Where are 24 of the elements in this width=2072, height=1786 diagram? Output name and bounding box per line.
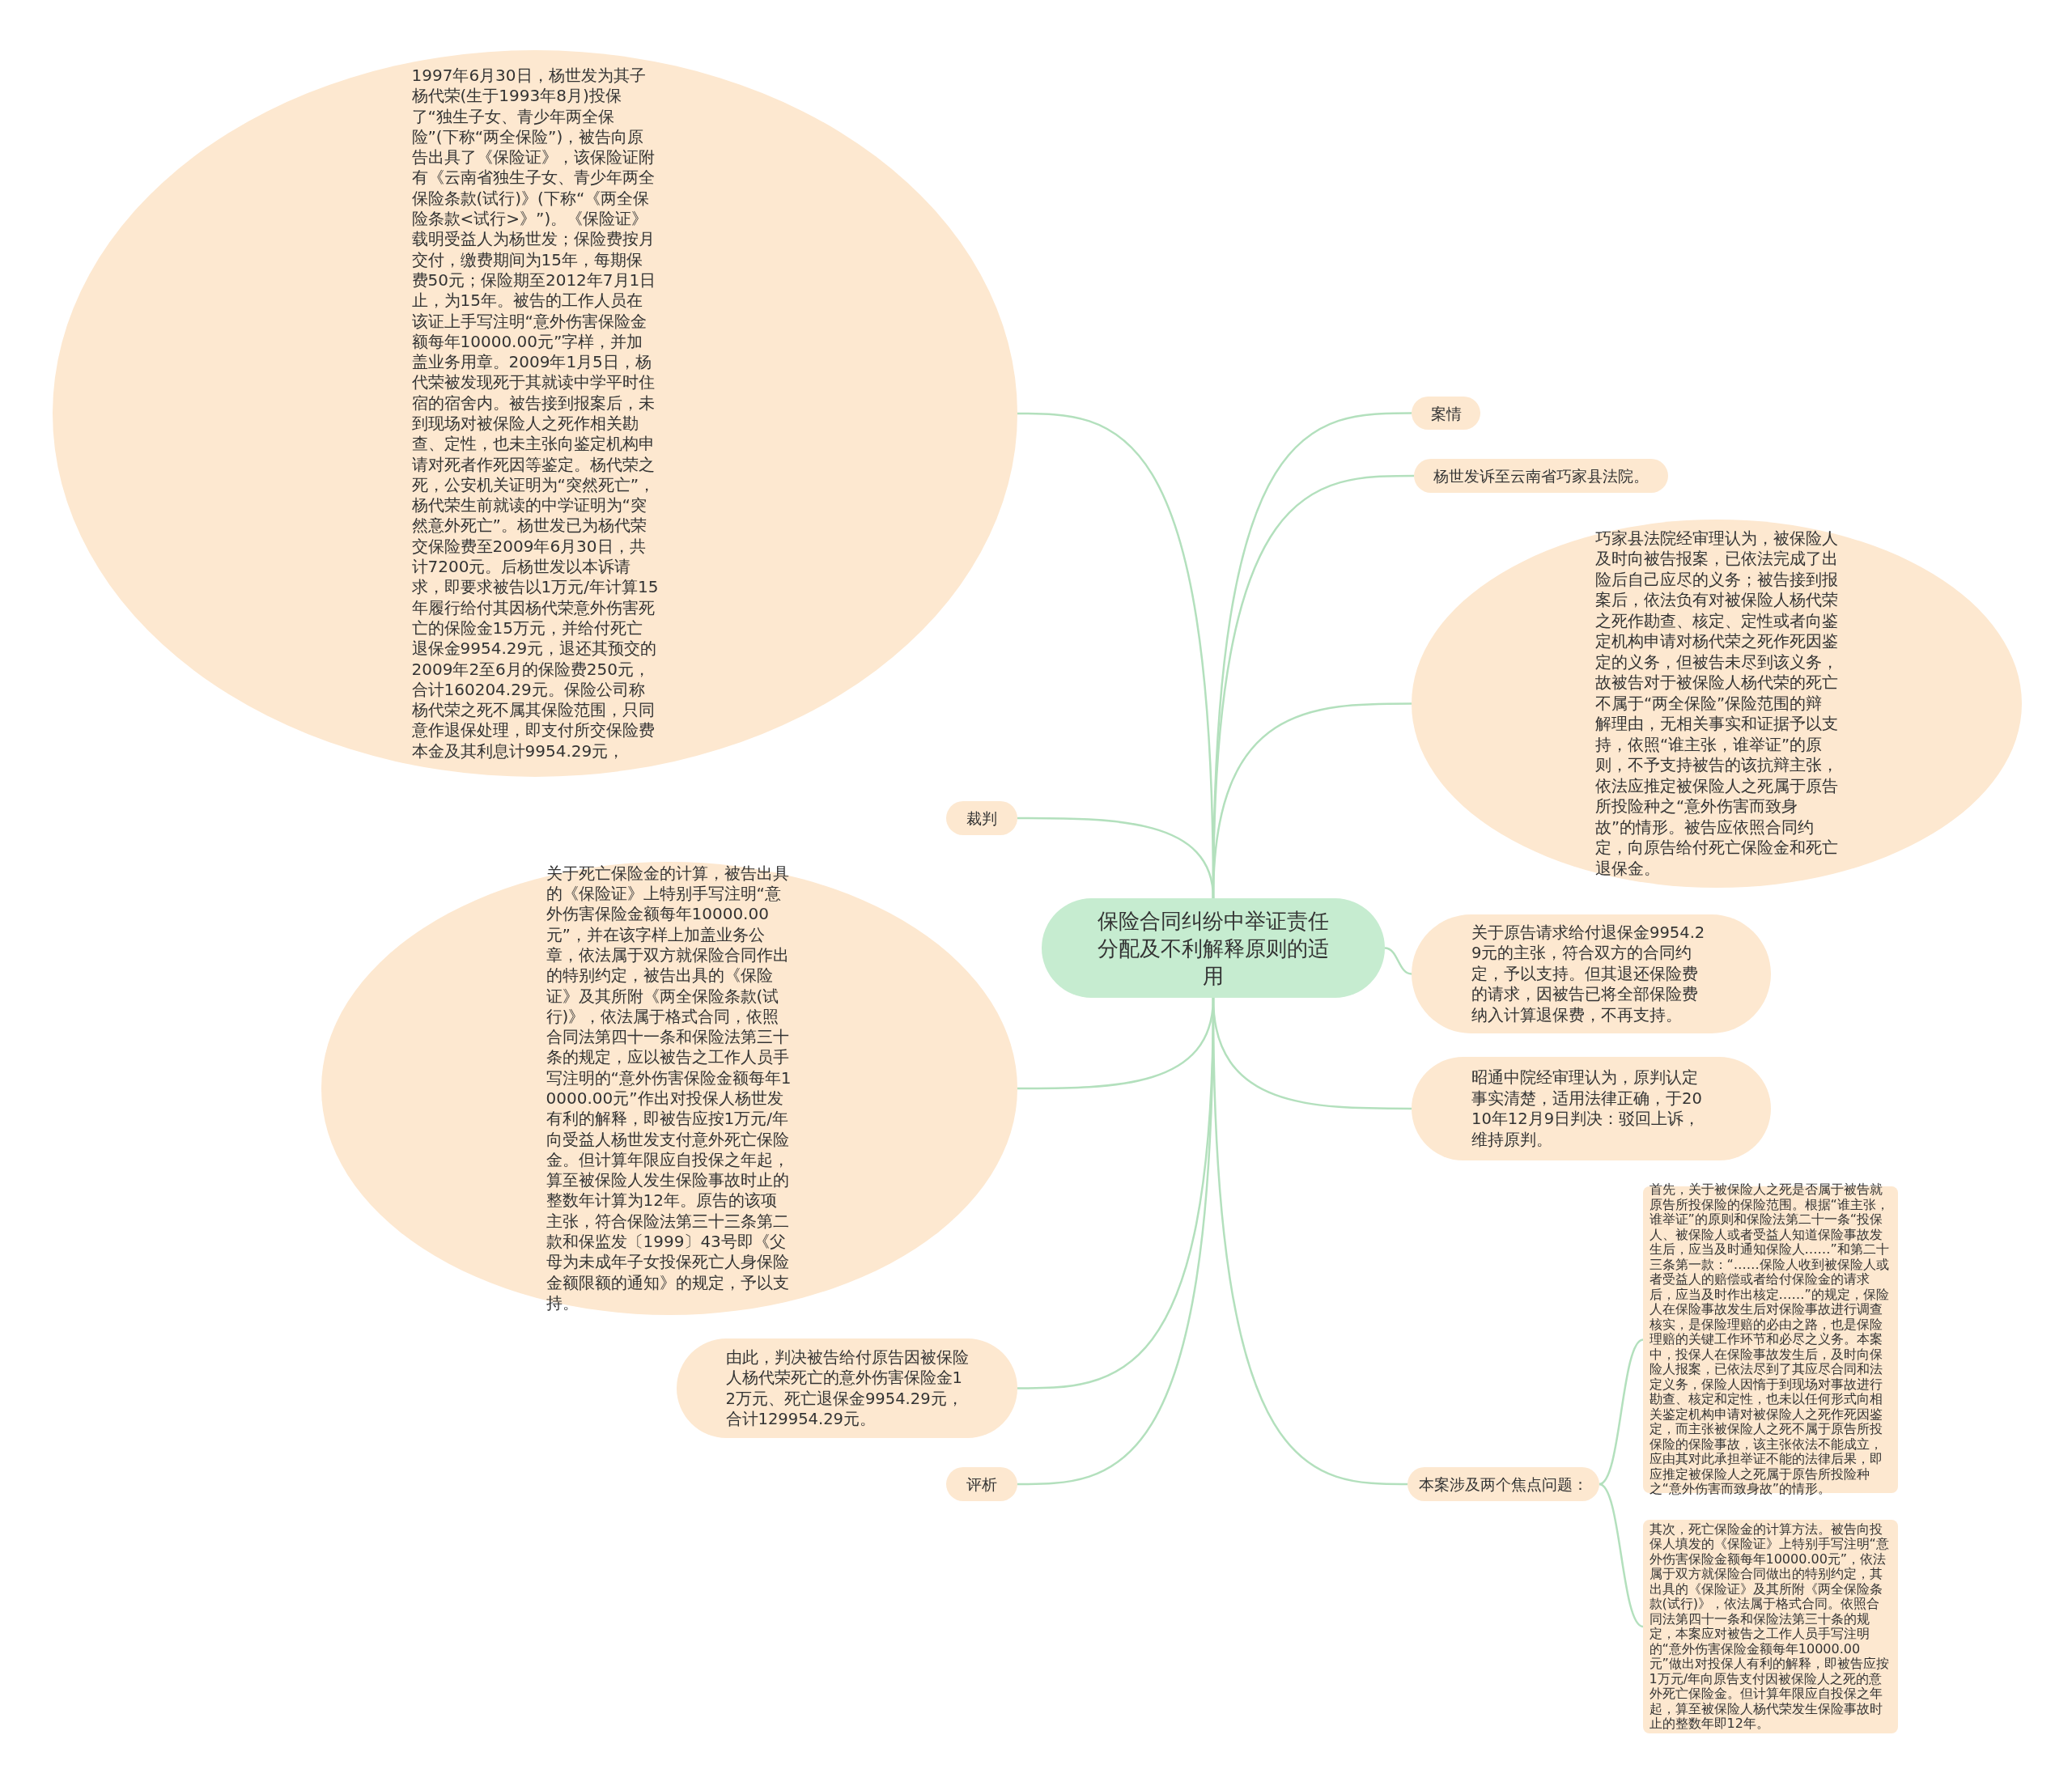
connector-line (1017, 997, 1215, 1486)
node-text: 巧家县法院经审理认为，被保险人及时向被告报案，已依法完成了出险后自己应尽的义务；被告接到报案后，依法负有对被保险人杨代荣之死作勘查、核定、定性或者向鉴定机构申请对杨代荣之死作死因鉴定的义务，但被告未尽到该义务，故被告对于被保险人杨代荣的死亡不属于“两全保险”保险范围的辩解理由，无相关事实和证据予以支持，依照“谁主张，谁举证”的原则，不予支持被告的该抗辩主张，依法应推定被保险人之死属于原告所投险种之“意外伤害而致身故”的情形。被告应依照合同约定，向原告给付死亡保险金和死亡退保金。 (1595, 528, 1838, 880)
node-text: 本案涉及两个焦点问题： (1419, 1474, 1588, 1494)
node-text: 昭通中院经审理认为，原判认定事实清楚，适用法律正确，于2010年12月9日判决：驳回上诉，维持原判。 (1471, 1067, 1703, 1150)
topic-box (946, 801, 1017, 835)
node-text: 案情 (1430, 403, 1462, 423)
connector-line (1017, 817, 1215, 899)
topic-box (1412, 397, 1480, 430)
connector-line (1599, 1483, 1644, 1628)
node-text: 关于原告请求给付退保金9954.29元的主张，符合双方的合同约定，予以支持。但其退还保险费的请求，因被告已将全部保险费纳入计算退保费，不再支持。 (1471, 922, 1706, 1026)
topic-box (1408, 1467, 1599, 1501)
node-text: 评析 (966, 1474, 997, 1494)
connector-line (1384, 947, 1412, 975)
topic-box (1414, 459, 1668, 493)
node-text: 关于死亡保险金的计算，被告出具的《保险证》上特别手写注明“意外伤害保险金额每年10000.00元”，并在该字样上加盖业务公章，依法属于双方就保险合同作出的特别约定，被告出具的《保险证》及其所附《两全保险条款(试行)》，依法属于格式合同，依照合同法第四十一条和保险法第三十条的规定，应以被告之工作人员手写注明的“意外伤害保险金额每年10000.00元”作出对投保人杨世发有利的解释，即被告应按1万元/年向受益人杨世发支付意外死亡保险金。但计算年限应自投保之年起，算至被保险人发生保险事故时止的整数年计算为12年。原告的该项主张，符合保险法第三十三条第二款和保监发〔1999〕43号即《父母为未成年子女投保死亡人身保险金额限额的通知》的规定，予以支持。 (546, 863, 792, 1314)
topic-box (946, 1467, 1017, 1501)
node-text: 1997年6月30日，杨世发为其子杨代荣(生于1993年8月)投保了“独生子女、青少年两全保险”(下称“两全保险”)，被告向原告出具了《保险证》，该保险证附有《云南省独生子女、青少年两全保险条款(试行)》(下称“《两全保险条款<试行>》”)。《保险证》载明受益人为杨世发；保险费按月交付，缴费期间为15年，每期保费50元；保险期至2012年7月1日止，为15年。被告的工作人员在该证上手写注明“意外伤害保险金额每年10000.00元”字样，并加盖业务用章。2009年1月5日，杨代荣被发现死于其就读中学平时住宿的宿舍内。被告接到报案后，未到现场对被保险人之死作相关勘查、定性，也未主张向鉴定机构申请对死者作死因等鉴定。杨代荣之死，公安机关证明为“突然死亡”，杨代荣生前就读的中学证明为“突然意外死亡”。杨世发已为杨代荣交保险费至2009年6月30日，共计7200元。后杨世发以本诉请求，即要求被告以1万元/年计算15年履行给付其因杨代荣意外伤害死亡的保险金15万元，并给付死亡退保金9954.29元，退还其预交的2009年2至6月的保险费250元，合计160204.29元。保险公司称杨代荣之死不属其保险范围，只同意作退保处理，即支付所交保险费本金及其利息计9954.29元， (411, 65, 659, 762)
node-text: 裁判 (966, 808, 997, 828)
node-text: 由此，判决被告给付原告因被保险人杨代荣死亡的意外伤害保险金12万元、死亡退保金9954.29元，合计129954.29元。 (725, 1347, 969, 1430)
node-text: 首先，关于被保险人之死是否属于被告就原告所投保险的保险范围。根据“谁主张，谁举证”的原则和保险法第二十一条“投保人、被保险人或者受益人知道保险事故发生后，应当及时通知保险人……”和第二十三条第一款：“……保险人收到被保险人或者受益人的赔偿或者给付保险金的请求后，应当及时作出核定……”的规定，保险人在保险事故发生后对保险事故进行调查核实，是保险理赔的必由之路，也是保险理赔的关键工作环节和必尽之义务。本案中，投保人在保险事故发生后，及时向保险人报案，已依法尽到了其应尽合同和法定义务，保险人因惰于到现场对事故进行勘查、核定和定性，也未以任何形式向相关鉴定机构申请对被保险人之死作死因鉴定，而主张被保险人之死不属于原告所投保险的保险事故，该主张依法不能成立，应由其对此承担举证不能的法律后果，即应推定被保险人之死属于原告所投险种之“意外伤害而致身故”的情形。 (1649, 1182, 1890, 1497)
node-text: 杨世发诉至云南省巧家县法院。 (1433, 466, 1649, 486)
node-text: 其次，死亡保险金的计算方法。被告向投保人填发的《保险证》上特别手写注明“意外伤害保险金额每年10000.00元”，依法属于双方就保险合同做出的特别约定，其出具的《保险证》及其所附《两全保险条款(试行)》，依法属于格式合同。依照合同法第四十一条和保险法第三十条的规定，本案应对被告之工作人员手写注明的“意外伤害保险金额每年10000.00元”做出对投保人有利的解释，即被告应按1万元/年向原告支付因被保险人之死的意外死亡保险金。但计算年限应自投保之年起，算至被保险人杨代荣发生保险事故时止的整数年即12年。 (1649, 1521, 1890, 1732)
node-text: 保险合同纠纷中举证责任分配及不利解释原则的适用 (1097, 907, 1330, 990)
connector-line (1599, 1338, 1644, 1486)
